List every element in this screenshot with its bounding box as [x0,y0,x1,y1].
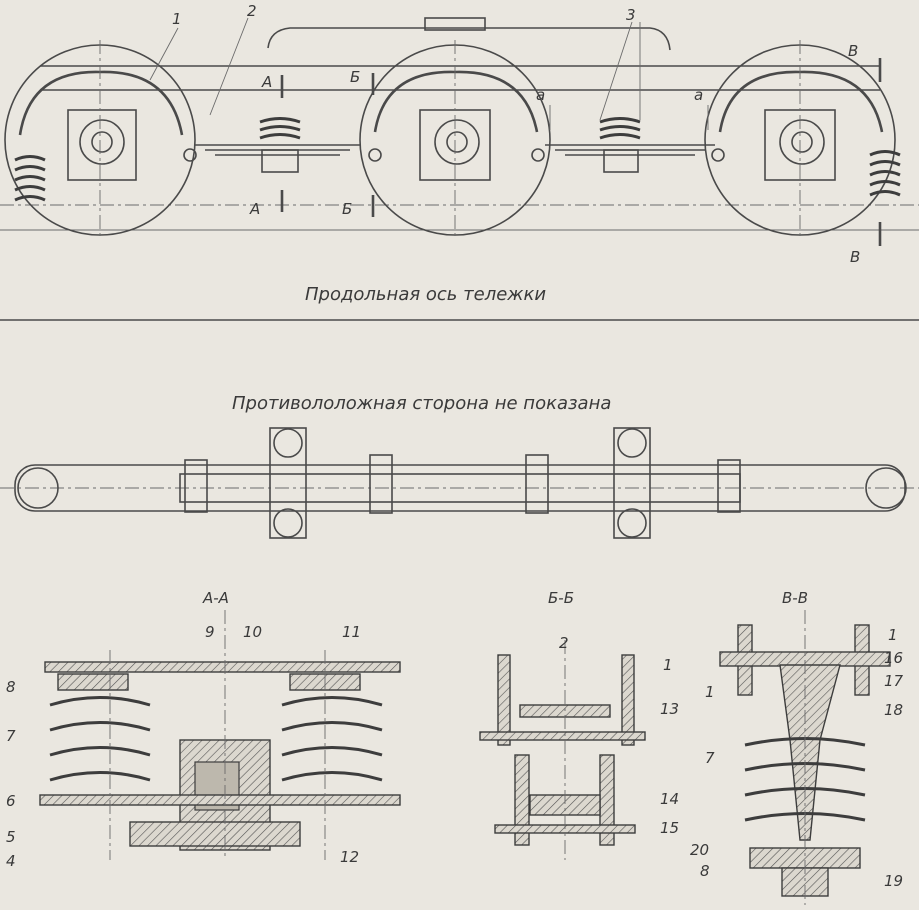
bb-label-1: 1 [663,656,673,674]
vv-label-17: 17 [884,672,904,690]
vv-label-7: 7 [705,749,715,767]
mark-b-bottom: Б [342,200,352,218]
vv-label-1-top: 1 [888,626,898,644]
label-3: 3 [626,6,636,24]
vv-label-16: 16 [884,649,903,667]
section-bb: Б-Б 2 1 13 14 15 [479,589,679,860]
caption-opposite-side: Противололожная сторона не показана [232,393,611,414]
bb-label-15: 15 [660,819,679,837]
leaf-spring-2 [531,117,725,173]
label-2: 2 [247,2,257,20]
bb-label-13: 13 [660,700,679,718]
section-aa: А-А 8 7 6 5 4 9 10 11 12 [6,589,401,870]
aa-label-7: 7 [6,727,16,745]
section-vv: В-В 1 16 17 18 1 7 20 8 19 [690,589,904,905]
title-vv: В-В [782,589,808,607]
aa-label-5: 5 [6,828,16,846]
end-spring-right [869,150,901,197]
vv-label-1-left: 1 [705,683,715,701]
aa-label-9: 9 [205,623,215,641]
side-view: 1 2 3 А А Б Б В В а а Продольная ось тел… [0,2,919,305]
vv-label-18: 18 [884,701,903,719]
mark-v-top: В [848,42,858,60]
leaf-spring-1 [183,117,382,173]
aa-label-4: 4 [6,852,16,870]
bb-label-2: 2 [559,634,569,652]
vv-label-8: 8 [700,862,710,880]
wheel-3 [704,40,896,240]
aa-label-6: 6 [6,792,16,810]
section-marks [280,58,882,246]
wheel-1 [4,40,196,240]
mark-b-top: Б [350,68,360,86]
end-spring-left [14,155,46,202]
aa-label-8: 8 [6,678,16,696]
vv-label-19: 19 [884,872,903,890]
label-1: 1 [172,10,182,28]
mark-a-small-right: а [694,86,703,104]
title-aa: А-А [202,589,229,607]
caption-axis: Продольная ось тележки [305,284,546,305]
title-bb: Б-Б [548,589,574,607]
plan-view: Противололожная сторона не показана [0,393,919,539]
vv-label-20: 20 [690,841,709,859]
aa-label-11: 11 [342,623,361,641]
mark-a-bottom: А [249,200,260,218]
wheel-2 [359,40,551,240]
mark-a-small-left: а [536,86,545,104]
aa-label-12: 12 [340,848,359,866]
mark-a-top: А [261,73,272,91]
bb-label-14: 14 [660,790,679,808]
mark-v-bottom: В [850,248,860,266]
aa-label-10: 10 [243,623,262,641]
